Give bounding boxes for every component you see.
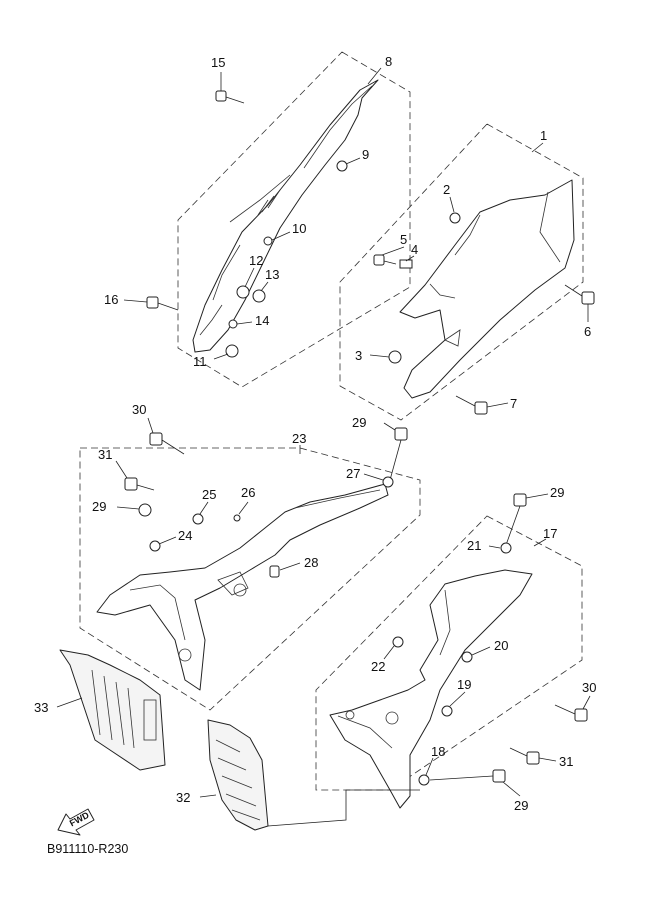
washer-24 — [149, 540, 161, 552]
callout-30-top: 30 — [132, 402, 146, 417]
bolt-30-upper — [149, 432, 163, 446]
washer-14 — [228, 319, 238, 329]
side-cover-upper-right — [399, 179, 575, 399]
diagram-code: B911110-R230 — [47, 842, 128, 856]
grommet-3 — [388, 350, 402, 364]
callout-31-top: 31 — [98, 447, 112, 462]
washer-11 — [225, 344, 239, 358]
bolt-5 — [373, 254, 385, 266]
bolt-30-lower — [574, 708, 588, 722]
bolt-16 — [146, 296, 159, 309]
callout-19: 19 — [457, 677, 471, 692]
leader-lines — [56, 67, 591, 827]
callout-22: 22 — [371, 659, 385, 674]
side-cover-upper-left — [192, 79, 379, 353]
callout-25: 25 — [202, 487, 216, 502]
callout-16: 16 — [104, 292, 118, 307]
fasteners — [124, 90, 595, 786]
grommet-27 — [382, 476, 394, 488]
callout-29-left: 29 — [92, 499, 106, 514]
callout-3: 3 — [355, 348, 362, 363]
callout-13: 13 — [265, 267, 279, 282]
callout-10: 10 — [292, 221, 306, 236]
bolt-6 — [581, 291, 595, 305]
bolt-29-upper — [394, 427, 408, 441]
collar-28 — [269, 565, 280, 578]
callout-8: 8 — [385, 54, 392, 69]
callout-18: 18 — [431, 744, 445, 759]
callout-26: 26 — [241, 485, 255, 500]
cap-13 — [252, 289, 266, 303]
outline-group-1 — [339, 123, 584, 421]
callout-15: 15 — [211, 55, 225, 70]
assembly-outlines — [79, 51, 584, 791]
callout-6: 6 — [584, 324, 591, 339]
grommet-2 — [449, 212, 461, 224]
callout-2: 2 — [443, 182, 450, 197]
callout-29-top: 29 — [352, 415, 366, 430]
clip-26 — [233, 514, 241, 522]
callout-11: 11 — [193, 354, 207, 369]
collar-25 — [192, 513, 204, 525]
bolt-29-right — [513, 493, 527, 507]
radiator-grille-32 — [207, 719, 269, 831]
clip-4 — [399, 259, 413, 269]
side-cover-lower-right — [329, 569, 533, 809]
callout-28: 28 — [304, 555, 318, 570]
washer-10 — [263, 236, 273, 246]
callout-30-bottom: 30 — [582, 680, 596, 695]
bolt-15 — [215, 90, 227, 102]
callout-27: 27 — [346, 466, 360, 481]
bolt-29-lower — [492, 769, 506, 783]
callout-7: 7 — [510, 396, 517, 411]
collar-12 — [236, 285, 250, 299]
callout-1: 1 — [540, 128, 547, 143]
callout-31-bottom: 31 — [559, 754, 573, 769]
callout-24: 24 — [178, 528, 192, 543]
callout-9: 9 — [362, 147, 369, 162]
radiator-grille-33 — [59, 649, 166, 771]
callout-17: 17 — [543, 526, 557, 541]
nut-29-left — [138, 503, 152, 517]
washer-19 — [441, 705, 453, 717]
callout-4: 4 — [411, 242, 418, 257]
callout-12: 12 — [249, 253, 263, 268]
callout-14: 14 — [255, 313, 269, 328]
bolt-31-lower — [526, 751, 540, 765]
bolt-31-upper — [124, 477, 138, 491]
grommet-21 — [500, 542, 512, 554]
frame-cover-middle — [96, 483, 389, 691]
callout-23: 23 — [292, 431, 306, 446]
callout-29-bottom: 29 — [514, 798, 528, 813]
callout-20: 20 — [494, 638, 508, 653]
nut-22 — [392, 636, 404, 648]
bolt-7 — [474, 401, 488, 415]
outline-group-8 — [177, 51, 411, 388]
callout-5: 5 — [400, 232, 407, 247]
fwd-arrow-icon: FWD — [57, 808, 95, 836]
washer-18 — [418, 774, 430, 786]
callout-labels: 1 2 3 4 5 6 7 8 9 10 11 12 13 14 15 16 1… — [34, 54, 596, 813]
callout-21: 21 — [467, 538, 481, 553]
callout-32: 32 — [176, 790, 190, 805]
callout-29-right: 29 — [550, 485, 564, 500]
washer-20 — [461, 651, 473, 663]
grommet-9 — [336, 160, 348, 172]
callout-33: 33 — [34, 700, 48, 715]
